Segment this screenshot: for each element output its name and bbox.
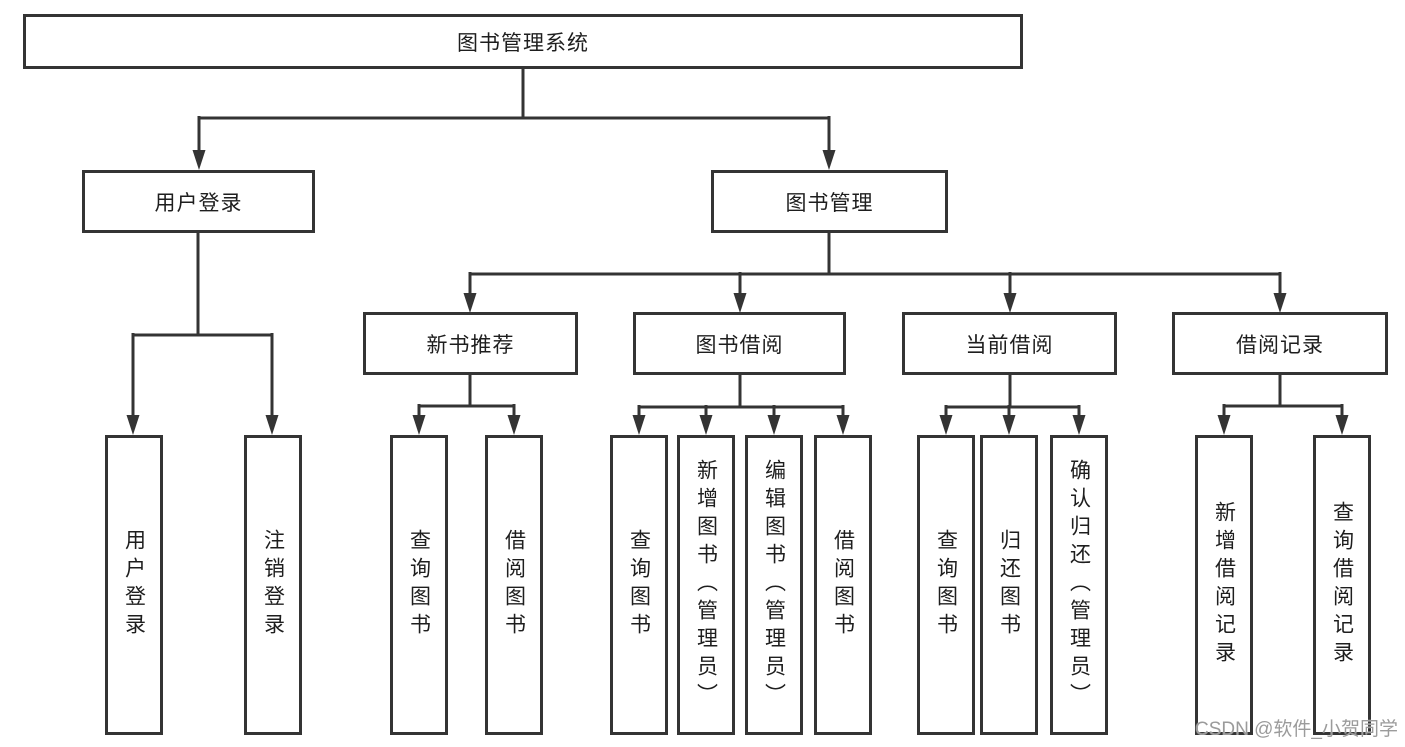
node-current-borrow: 当前借阅 bbox=[902, 312, 1117, 375]
leaf-query-borrow-record: 查询借阅记录 bbox=[1313, 435, 1371, 735]
leaf-logout: 注销登录 bbox=[244, 435, 302, 735]
leaf-query-books-1: 查询图书 bbox=[390, 435, 448, 735]
leaf-return-book: 归还图书 bbox=[980, 435, 1038, 735]
node-book-management: 图书管理 bbox=[711, 170, 948, 233]
node-book-borrow: 图书借阅 bbox=[633, 312, 846, 375]
leaf-borrow-books-2: 借阅图书 bbox=[814, 435, 872, 735]
node-new-book-recommend: 新书推荐 bbox=[363, 312, 578, 375]
leaf-edit-book-admin: 编辑图书（管理员） bbox=[745, 435, 803, 735]
leaf-add-book-admin: 新增图书（管理员） bbox=[677, 435, 735, 735]
arrowheads bbox=[126, 150, 1349, 435]
leaf-query-books-2: 查询图书 bbox=[610, 435, 668, 735]
leaf-query-books-3: 查询图书 bbox=[917, 435, 975, 735]
leaf-borrow-books-1: 借阅图书 bbox=[485, 435, 543, 735]
node-user-login: 用户登录 bbox=[82, 170, 315, 233]
watermark: CSDN @软件_小贺同学 bbox=[1195, 719, 1398, 740]
node-root: 图书管理系统 bbox=[23, 14, 1023, 69]
leaf-confirm-return-admin: 确认归还（管理员） bbox=[1050, 435, 1108, 735]
node-borrow-records: 借阅记录 bbox=[1172, 312, 1388, 375]
leaf-user-login: 用户登录 bbox=[105, 435, 163, 735]
leaf-add-borrow-record: 新增借阅记录 bbox=[1195, 435, 1253, 735]
